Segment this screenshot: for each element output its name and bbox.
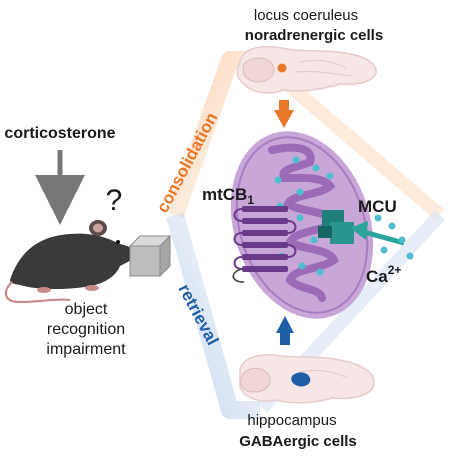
- calcium-ion: [374, 214, 382, 222]
- top-region-label: locus coeruleus: [254, 7, 358, 24]
- calcium-label: Ca2+: [366, 263, 401, 286]
- calcium-influx-arrow: [363, 229, 405, 246]
- mtcb1-receptor: [232, 206, 297, 283]
- question-mark: ?: [106, 184, 123, 217]
- calcium-label-base: Ca: [366, 267, 388, 286]
- hippocampus-marker: [291, 372, 311, 387]
- blue-arrow-up: [276, 316, 294, 345]
- top-cell-type-label: noradrenergic cells: [245, 27, 383, 44]
- bottom-brain: [239, 354, 375, 404]
- corticosterone-label: corticosterone: [4, 125, 115, 142]
- calcium-ion: [380, 246, 388, 254]
- mcu-channel: [318, 210, 354, 244]
- outcome-line-1: object: [65, 301, 108, 318]
- locus-coeruleus-marker: [277, 63, 287, 73]
- calcium-ion: [406, 252, 414, 260]
- outcome-line-2: recognition: [47, 321, 125, 338]
- outcome-line-3: impairment: [46, 341, 126, 358]
- bottom-region-label: hippocampus: [247, 412, 336, 429]
- mtcb1-label-base: mtCB: [202, 185, 247, 204]
- calcium-label-sup: 2+: [388, 263, 402, 277]
- calcium-ion: [398, 236, 406, 244]
- calcium-arrow-head: [350, 221, 368, 240]
- object-cube: [128, 234, 172, 278]
- calcium-ion: [388, 222, 396, 230]
- orange-arrow-down: [274, 100, 294, 128]
- bottom-cell-type-label: GABAergic cells: [239, 433, 357, 450]
- mtcb1-label: mtCB1: [202, 185, 254, 207]
- top-brain: [236, 45, 377, 94]
- mcu-label: MCU: [358, 197, 397, 216]
- mouse-illustration: [4, 220, 142, 304]
- mtcb1-label-sub: 1: [247, 193, 254, 207]
